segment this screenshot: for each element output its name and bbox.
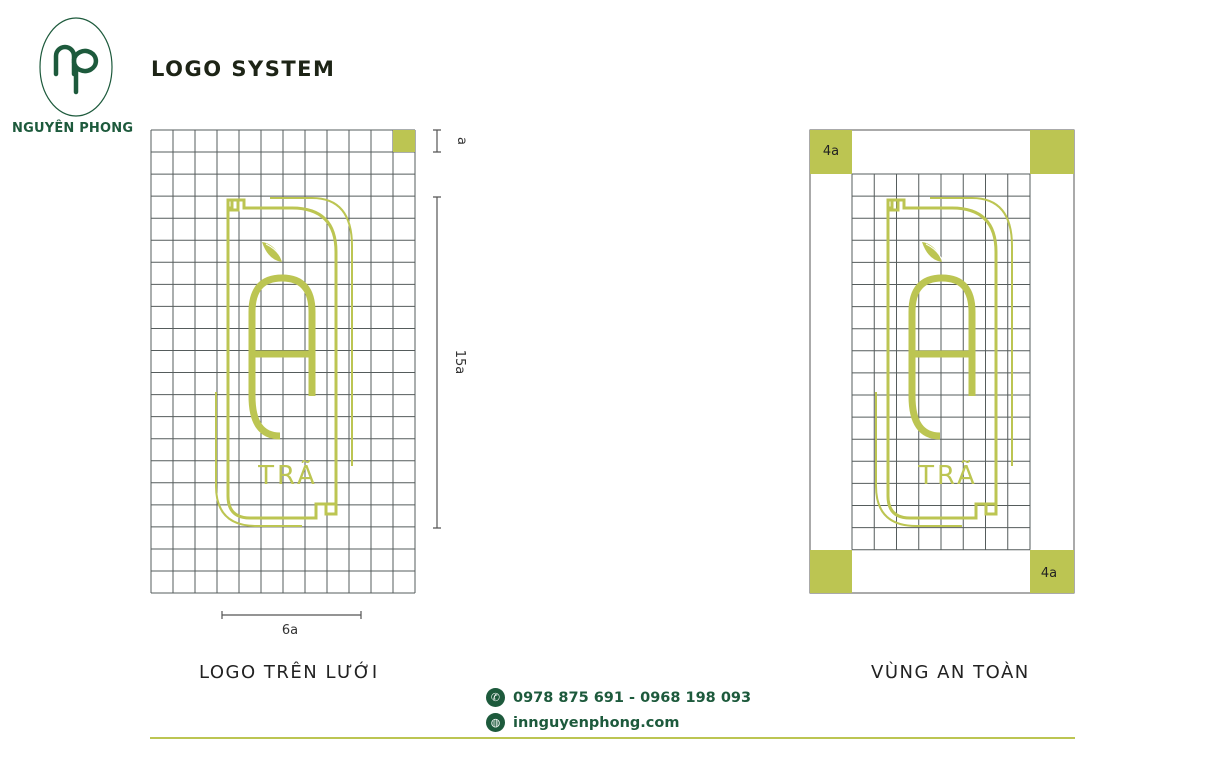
dimension-15a — [433, 196, 441, 529]
np-monogram-icon — [39, 17, 113, 117]
phone-icon: ✆ — [486, 688, 505, 707]
brand-logo — [38, 16, 114, 122]
globe-icon: ◍ — [486, 713, 505, 732]
corner-square — [810, 550, 852, 593]
contact-phone: ✆ 0978 875 691 - 0968 198 093 — [486, 688, 751, 707]
caption-logo-grid: LOGO TRÊN LƯỚI — [199, 662, 379, 683]
corner-square — [1030, 550, 1074, 593]
unit-label: a — [454, 137, 469, 145]
corner-label-top: 4a — [823, 144, 839, 159]
corner-square — [1030, 130, 1074, 174]
brand-name: NGUYÊN PHONG — [12, 121, 134, 136]
dimension-a — [433, 129, 441, 153]
website-link[interactable]: innguyenphong.com — [513, 714, 680, 731]
logo-word-right: TRÃ — [917, 459, 978, 491]
logo-word-left: TRÃ — [257, 459, 318, 491]
corner-square — [810, 130, 852, 174]
page-title: LOGO SYSTEM — [151, 57, 336, 81]
right-grid — [851, 173, 1031, 551]
grid-lines — [851, 173, 1031, 551]
safe-zone-frame — [809, 129, 1075, 594]
dimension-6a — [221, 611, 362, 619]
contact-website: ◍ innguyenphong.com — [486, 713, 679, 732]
unit-square — [393, 130, 415, 152]
height-label: 15a — [452, 350, 467, 375]
width-label: 6a — [282, 623, 298, 638]
phone-numbers: 0978 875 691 - 0968 198 093 — [513, 689, 752, 706]
corner-label-bottom: 4a — [1041, 566, 1057, 581]
left-grid — [150, 129, 416, 594]
grid-lines — [150, 129, 416, 594]
caption-safe-zone: VÙNG AN TOÀN — [871, 662, 1030, 683]
